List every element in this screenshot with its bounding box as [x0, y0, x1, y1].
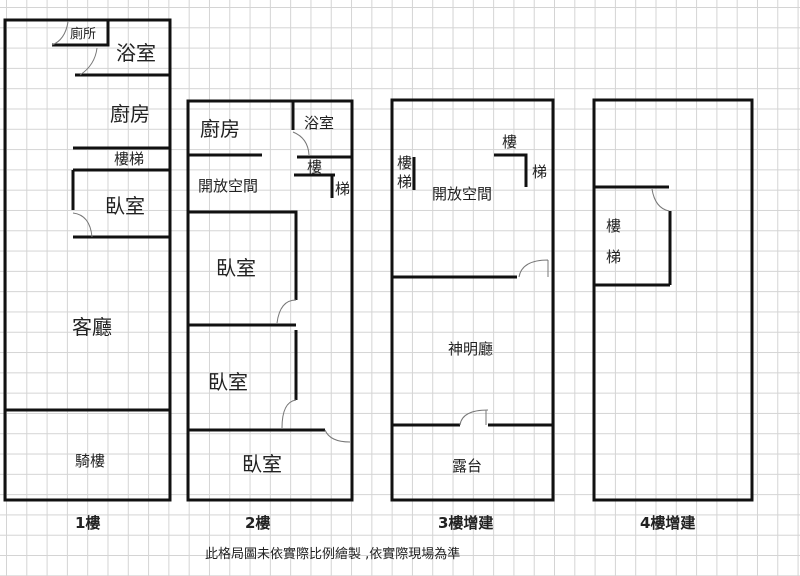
room-bedroom: 臥室: [216, 256, 256, 280]
room-open-space: 開放空間: [198, 177, 258, 195]
floor-4: 樓 梯 4樓增建: [592, 98, 754, 532]
door-swing: [276, 131, 351, 443]
door-swing: [459, 259, 549, 426]
room-arcade: 騎樓: [75, 452, 105, 470]
floor-3-outline: [390, 98, 555, 502]
floor-label: 4樓增建: [640, 514, 696, 532]
floor-1-outline: [3, 18, 172, 502]
floor-1-walls: [5, 20, 170, 412]
room-shrine: 神明廳: [448, 340, 493, 358]
floor-1: 廁所 浴室 廚房 樓梯 臥室 客廳 騎樓 1樓: [3, 18, 172, 532]
room-terrace: 露台: [452, 457, 482, 475]
stairs-label: 梯: [335, 180, 350, 198]
floor-4-outline: [592, 98, 754, 502]
floor-label: 1樓: [75, 514, 100, 532]
floor-2: 廚房 浴室 樓 梯 開放空間 臥室 臥室 臥室 2樓: [186, 99, 354, 532]
room-bath: 浴室: [116, 41, 156, 65]
room-stairs: 樓梯: [114, 150, 144, 168]
door-swing: [651, 188, 670, 212]
floor-label: 2樓: [245, 514, 270, 532]
room-open-space: 開放空間: [432, 185, 492, 203]
stairs-label: 樓: [397, 154, 412, 172]
room-kitchen: 廚房: [110, 102, 150, 126]
room-bedroom: 臥室: [208, 370, 248, 394]
room-toilet: 廁所: [70, 26, 96, 42]
room-bedroom: 臥室: [242, 452, 282, 476]
stairs-label: 樓: [606, 217, 621, 235]
floor-3-walls: [392, 153, 553, 427]
floor-4-walls: [594, 185, 672, 287]
room-kitchen: 廚房: [200, 117, 240, 141]
room-living: 客廳: [72, 315, 112, 339]
stairs-label: 梯: [397, 173, 412, 191]
stairs-label: 樓: [502, 133, 517, 151]
room-bedroom: 臥室: [105, 194, 145, 218]
floor-2-walls: [188, 101, 352, 432]
door-swing: [51, 21, 98, 238]
footnote: 此格局圖未依實際比例繪製 ,依實際現場為準: [205, 546, 460, 562]
stairs-label: 梯: [606, 248, 621, 266]
floor-2-outline: [186, 99, 354, 502]
stairs-label: 樓: [307, 158, 322, 176]
floor-3: 樓 梯 樓 梯 開放空間 神明廳 露台 3樓增建: [390, 98, 555, 532]
floor-label: 3樓增建: [438, 514, 494, 532]
stairs-label: 梯: [532, 163, 547, 181]
room-bath: 浴室: [304, 114, 334, 132]
